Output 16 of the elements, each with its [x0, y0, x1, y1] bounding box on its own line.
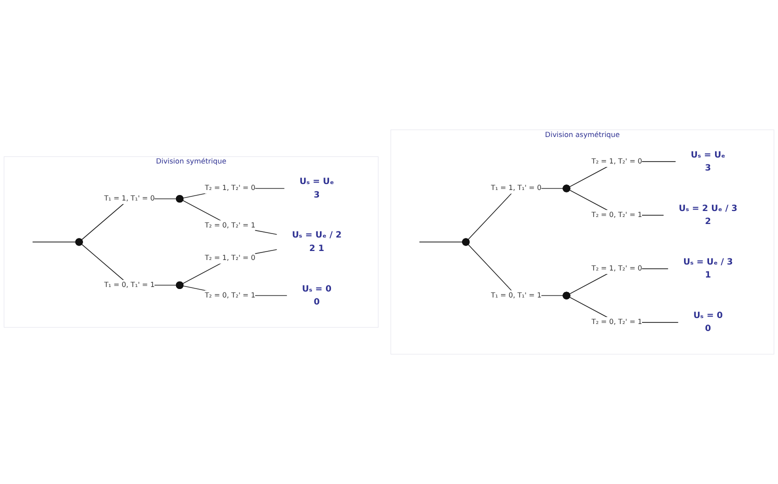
node-label: 0 — [314, 296, 320, 307]
connector — [182, 249, 278, 284]
node-text: Uₛ = Uₑ / 2 — [292, 230, 342, 240]
connector — [182, 200, 278, 235]
node-text: Uₛ = 0 — [693, 310, 723, 321]
node-label: 1 — [705, 270, 712, 280]
node-text: Uₛ = Uₑ — [300, 176, 334, 187]
node-text: Uₛ = Uₑ — [690, 150, 726, 160]
node-text: Uₛ = Uₑ / 3 — [683, 256, 733, 268]
node-label: 3 — [314, 189, 320, 200]
node-label: 0 — [705, 323, 712, 334]
node-label: 2 — [705, 216, 712, 226]
node-label: 3 — [705, 162, 712, 173]
node-label: 2 1 — [309, 243, 324, 254]
node-text: Uₛ = 2 Uₑ / 3 — [678, 203, 738, 214]
node-text: Uₛ = 0 — [302, 284, 332, 294]
